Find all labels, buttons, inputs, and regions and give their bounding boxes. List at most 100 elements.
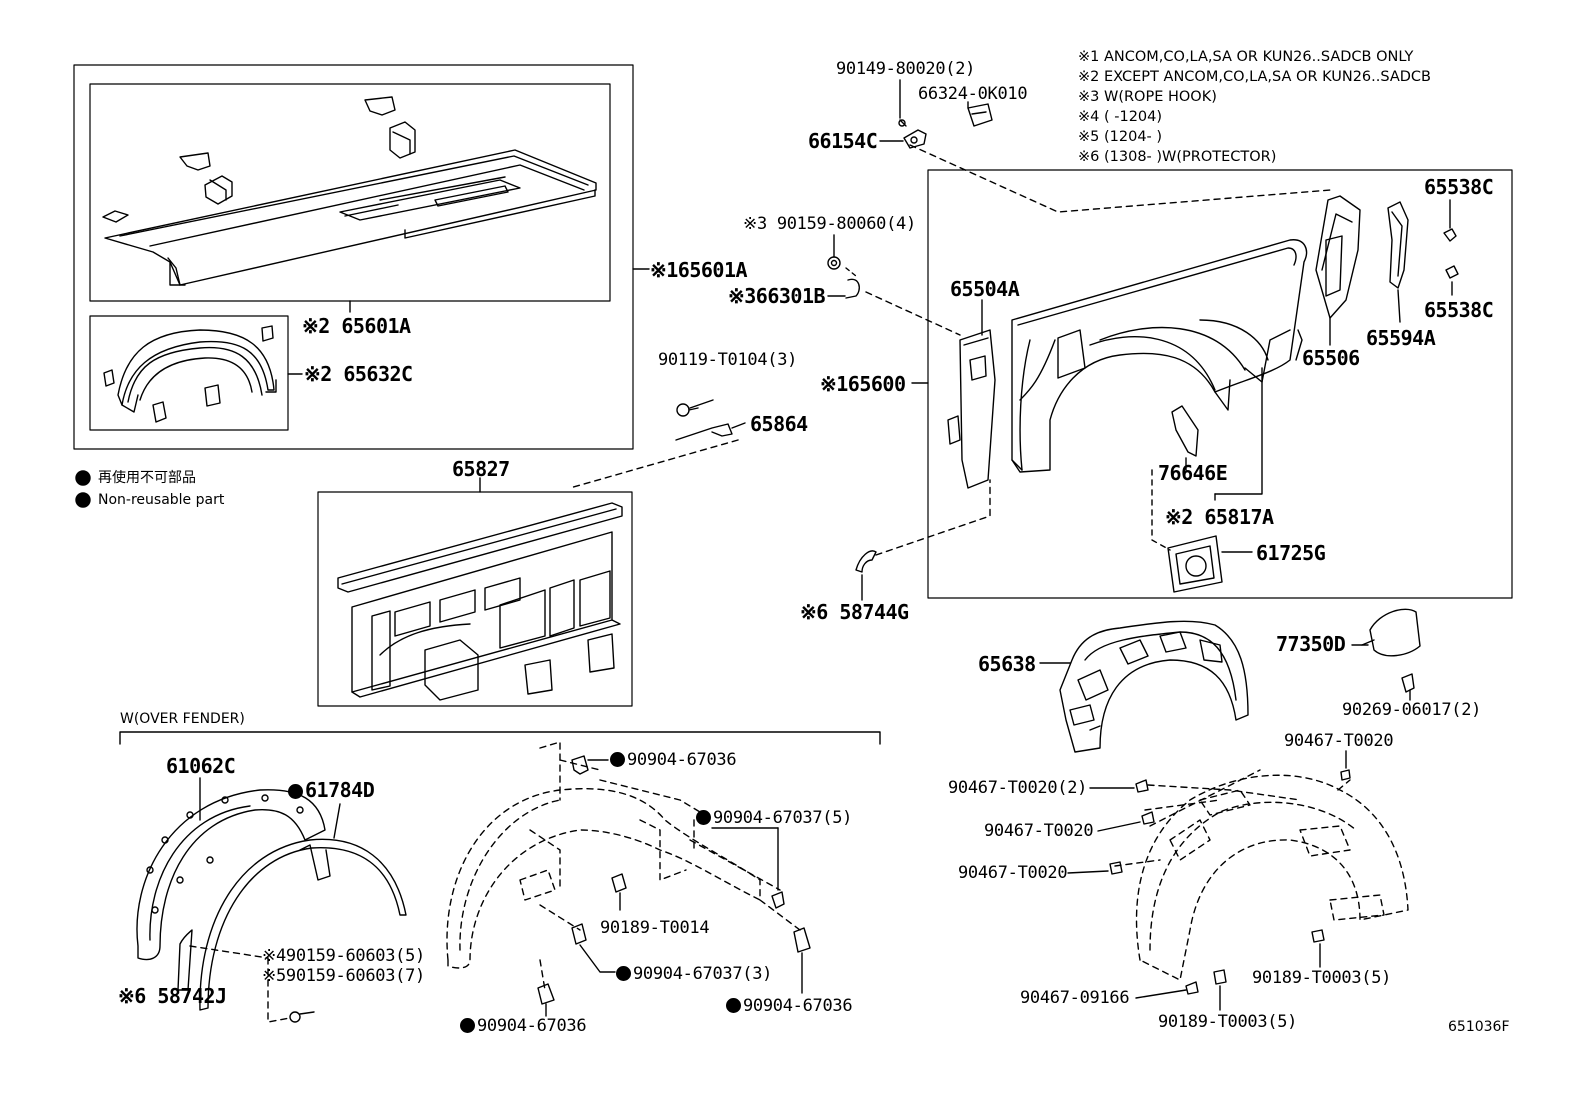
front-panel [337,502,623,701]
non-reusable-dot [460,1018,475,1033]
part-90467-09166: 90467-09166 [1020,988,1130,1008]
bracket-65594A [1387,201,1409,289]
non-reusable-dot [616,966,631,981]
side-panel-65600 [1011,239,1308,473]
part-58744G: ※6 58744G [800,600,909,624]
clip-66154C [903,129,927,149]
clip-90904-a [571,755,589,775]
over-fender-exploded [446,741,801,991]
fuel-lid-77350D [1361,608,1421,657]
part-65864: 65864 [750,412,808,436]
part-61784D-label: 61784D [305,778,375,802]
group-box-65601A [73,64,634,450]
part-90189-T0003-a: 90189-T0003(5) [1252,968,1392,988]
part-65538C-top: 65538C [1424,175,1494,199]
clip-90467-top [1340,769,1351,781]
part-65601A-2: ※2 65601A [302,314,411,338]
clip-90904-b [771,891,785,909]
part-65504A: 65504A [950,277,1020,301]
part-90904-67036-a-label: 90904-67036 [627,750,737,770]
clip-65538C-top [1443,228,1457,242]
part-58742J: ※6 58742J [118,984,227,1008]
part-65827: 65827 [452,457,510,481]
box-bed-floor [89,83,611,302]
bolt-90159-60603 [289,1011,315,1023]
part-65601A-1: ※165601A [650,258,748,282]
panel-65506 [1315,195,1361,319]
legend-jp: 再使用不可部品 [98,470,196,486]
bolt-90189-b [1213,969,1227,985]
wheel-housing-panel [103,325,277,423]
floor-brackets [102,96,416,223]
part-65600: ※165600 [820,372,906,396]
part-65538C-bottom: 65538C [1424,298,1494,322]
part-61725G: 61725G [1256,541,1326,565]
part-76646E: 76646E [1158,461,1228,485]
bracket-65864 [675,423,733,441]
box-wheel-housing [89,315,289,431]
bracket-76646E [1171,405,1199,457]
part-90904-67036-d-label: 90904-67036 [743,996,853,1016]
note-2: ※2 EXCEPT ANCOM,CO,LA,SA OR KUN26..SADCB [1078,69,1432,85]
part-61062C: 61062C [166,754,236,778]
part-65506: 65506 [1302,346,1360,370]
part-90904-67036-a: 90904-67036 [610,750,737,770]
part-90467-T0020-top: 90467-T0020 [1284,731,1394,751]
part-77350D: 77350D [1276,632,1346,656]
part-90904-67037-5-label: 90904-67037(5) [713,808,853,828]
part-90467-T0020-a: 90467-T0020 [984,821,1094,841]
clip-90904-c [571,923,587,945]
section-label-over-fender: W(OVER FENDER) [120,711,245,727]
clip-90467-2 [1135,779,1149,793]
bolt-90189-a [1311,929,1325,943]
note-6: ※6 (1308- )W(PROTECTOR) [1078,149,1277,165]
part-90159-80060: ※3 90159-80060(4) [743,214,916,234]
part-65594A: 65594A [1366,326,1436,350]
part-65817A: ※2 65817A [1165,505,1274,529]
note-3: ※3 W(ROPE HOOK) [1078,89,1217,105]
part-65632C: ※2 65632C [304,362,413,386]
over-fender-61062C [136,789,326,961]
non-reusable-dot [288,784,303,799]
part-90119-T0104: 90119-T0104(3) [658,350,798,370]
part-90189-T0003-b: 90189-T0003(5) [1158,1012,1298,1032]
part-90904-67036-e-label: 90904-67036 [477,1016,587,1036]
part-90467-T0020-2: 90467-T0020(2) [948,778,1088,798]
note-1: ※1 ANCOM,CO,LA,SA OR KUN26..SADCB ONLY [1078,49,1414,65]
part-90269-06017: 90269-06017(2) [1342,700,1482,720]
part-61784D: 61784D [288,778,375,802]
note-4: ※4 ( -1204) [1078,109,1163,125]
clip-90467-09166 [1185,981,1199,995]
part-90904-67037-3-label: 90904-67037(3) [633,964,773,984]
legend-dot-en [75,492,91,508]
liner-exploded-view [1114,769,1409,981]
clip-65538C-bot [1445,265,1459,279]
part-90904-67037-5: 90904-67037(5) [696,810,852,827]
protector-58744G [855,550,877,573]
non-reusable-dot [726,998,741,1013]
bed-floor-panel [104,149,597,286]
part-65638: 65638 [978,652,1036,676]
part-90159-60603-5: ※590159-60603(7) [262,966,425,986]
clip-90904-e [537,983,555,1005]
fuel-door-61725G [1167,535,1223,593]
bolt-90119 [676,403,699,417]
clip-66324 [967,103,993,127]
non-reusable-dot [610,752,625,767]
part-90904-67036-e: 90904-67036 [460,1016,587,1036]
part-90467-T0020-b: 90467-T0020 [958,863,1068,883]
part-66154C: 66154C [808,129,878,153]
part-90904-67036-d: 90904-67036 [726,996,853,1016]
rope-hook-66301B [845,278,860,299]
part-90189-T0014: 90189-T0014 [600,918,710,938]
part-66301B: ※366301B [728,284,826,308]
moulding-61784D [199,838,407,1011]
box-side-panel [927,169,1513,599]
part-90149-80020: 90149-80020(2) [836,59,976,79]
protector-58742J [177,929,193,991]
bracket-65504A [947,329,996,489]
legend-dot-jp [75,470,91,486]
box-front-panel [317,491,633,707]
